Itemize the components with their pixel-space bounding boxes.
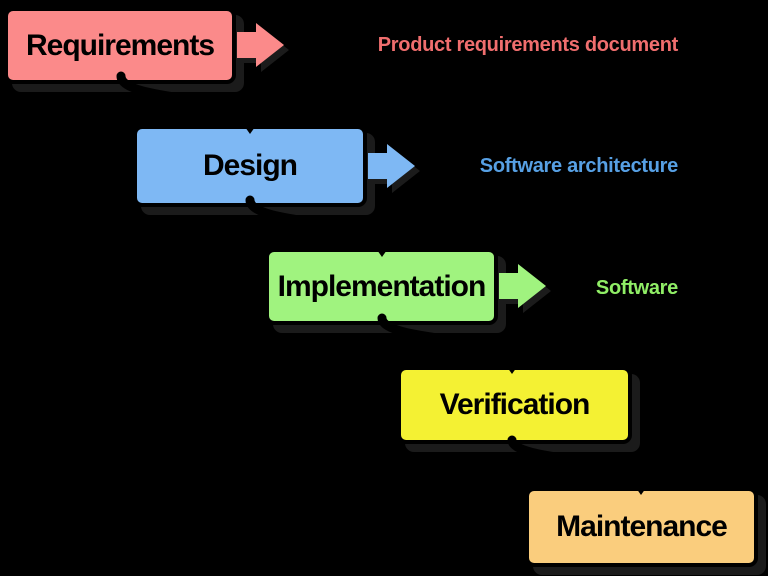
phase-label-maintenance: Maintenance xyxy=(556,510,728,543)
phase-label-verification: Verification xyxy=(439,388,591,421)
deliverable-label-implementation: Software xyxy=(595,277,678,299)
phase-box-implementation: Implementation xyxy=(265,248,498,325)
phase-box-requirements: Requirements xyxy=(4,7,236,84)
phase-box-verification: Verification xyxy=(397,366,632,444)
phase-box-maintenance: Maintenance xyxy=(525,487,758,567)
phase-label-design: Design xyxy=(202,149,298,182)
phase-box-design: Design xyxy=(133,125,367,207)
phase-label-requirements: Requirements xyxy=(25,28,215,62)
right-arrow-icon-requirements xyxy=(237,21,285,69)
right-arrow-icon-implementation xyxy=(499,262,547,310)
deliverable-label-design: Software architecture xyxy=(479,155,679,177)
right-arrow-icon-design xyxy=(368,142,416,190)
phase-label-implementation: Implementation xyxy=(277,269,487,303)
deliverable-label-requirements: Product requirements document xyxy=(377,34,679,56)
